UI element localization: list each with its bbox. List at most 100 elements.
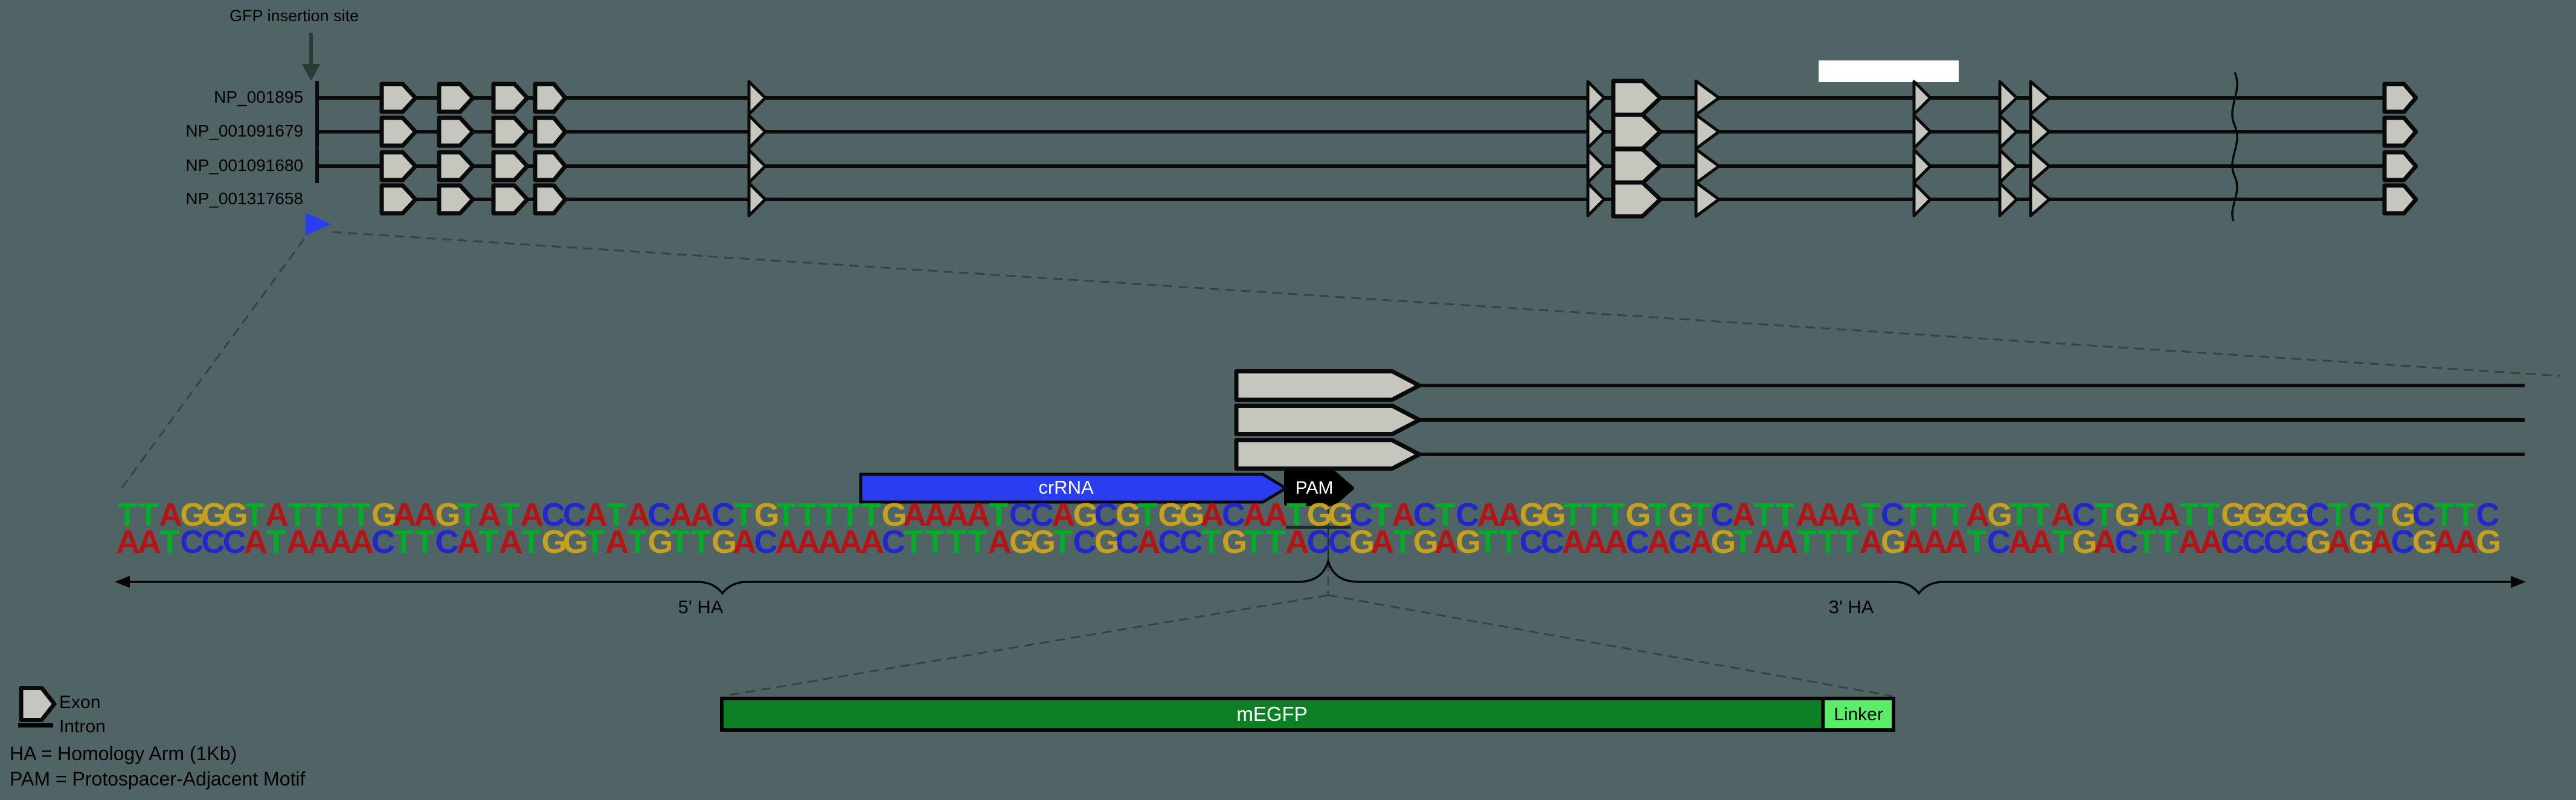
dna-base: A	[839, 524, 863, 560]
dna-base: C	[1880, 497, 1904, 533]
dna-base: C	[2072, 497, 2096, 533]
dna-base: T	[1435, 497, 1456, 533]
dna-base: T	[2009, 497, 2029, 533]
dna-base: G	[1519, 497, 1545, 533]
exon-shape	[379, 82, 418, 114]
dna-base: T	[1584, 497, 1604, 533]
dna-base: G	[1030, 524, 1056, 560]
dna-base: G	[2348, 524, 2374, 560]
exon-shape	[1611, 180, 1663, 219]
dna-base: T	[1244, 524, 1264, 560]
dna-base: T	[1605, 497, 1625, 533]
dna-base: T	[159, 524, 180, 560]
dna-base: G	[1880, 524, 1906, 560]
dna-base: G	[1306, 497, 1332, 533]
dna-base: C	[1668, 524, 1692, 560]
exon-shape-small	[1912, 114, 1932, 150]
dna-base: T	[946, 524, 966, 560]
dna-base: C	[1115, 524, 1139, 560]
exon-shape-small	[747, 80, 767, 116]
exon-shape-small	[2029, 148, 2051, 184]
dna-base: A	[1200, 497, 1224, 533]
dna-base: G	[1540, 497, 1566, 533]
dna-base: G	[1009, 524, 1035, 560]
exon-shape	[1611, 112, 1663, 151]
dna-base: C	[1349, 497, 1373, 533]
scale-bar	[1819, 60, 1959, 82]
exon-shape-small	[1998, 114, 2019, 150]
dna-base: T	[733, 497, 754, 533]
dna-base: G	[371, 497, 397, 533]
exon-shape	[2382, 82, 2418, 114]
exon-shape-small	[1912, 148, 1932, 184]
dna-base: A	[860, 524, 884, 560]
dna-base: T	[1860, 497, 1881, 533]
dna-base: T	[1392, 524, 1413, 560]
zoom-guide-line-right	[332, 231, 2560, 377]
dna-base: A	[1137, 524, 1161, 560]
dna-base: T	[1286, 497, 1306, 533]
dna-base: A	[1859, 524, 1883, 560]
dna-base: A	[1965, 497, 1990, 533]
exon-shape-small	[1694, 181, 1721, 218]
megfp-label: mEGFP	[1236, 703, 1308, 725]
dna-base: T	[2030, 497, 2051, 533]
dna-base: A	[393, 497, 417, 533]
dna-base: A	[1477, 497, 1501, 533]
dna-base: C	[1094, 497, 1118, 533]
dna-base: T	[1839, 524, 1859, 560]
dna-base: T	[266, 524, 286, 560]
exon-shape	[1611, 79, 1663, 117]
dna-base: T	[840, 497, 860, 533]
dna-base: A	[818, 524, 842, 560]
exon-shape	[379, 150, 418, 182]
dna-base: G	[1221, 524, 1247, 560]
dna-base: G	[2263, 497, 2289, 533]
dna-base: C	[222, 524, 246, 560]
dna-base: A	[2178, 524, 2202, 560]
dna-base: T	[457, 497, 478, 533]
dna-base: G	[2072, 524, 2098, 560]
dna-base: G	[541, 524, 567, 560]
exon-shape-small	[1998, 148, 2019, 184]
exon-shape	[491, 115, 530, 148]
dna-base: A	[583, 497, 608, 533]
dna-base: C	[1455, 497, 1479, 533]
dna-base: A	[1370, 524, 1395, 560]
dna-base: T	[414, 524, 435, 560]
transcript-label: NP_001091680	[185, 156, 303, 175]
exon-shape-small	[1586, 148, 1606, 184]
linker-box	[1821, 697, 1895, 732]
dna-base: A	[690, 497, 714, 533]
dna-base: T	[1903, 497, 1923, 533]
dna-base: T	[521, 524, 541, 560]
dna-base: G	[562, 524, 588, 560]
exon-shape-small	[1586, 80, 1606, 116]
homology-arm-span-line	[129, 558, 2511, 595]
dna-base: A	[796, 524, 820, 560]
dna-base: C	[711, 497, 736, 533]
exon-shape-small	[1586, 114, 1606, 150]
exon-shape	[533, 82, 568, 114]
dna-base: A	[1583, 524, 1607, 560]
dna-base: T	[1945, 497, 1965, 533]
dna-base: C	[1179, 524, 1203, 560]
dna-base: A	[1604, 524, 1628, 560]
dna-base: G	[2115, 497, 2141, 533]
dna-base: T	[989, 497, 1009, 533]
dna-base: C	[881, 524, 905, 560]
dna-base: A	[1392, 497, 1416, 533]
dna-base: C	[1009, 497, 1033, 533]
dna-base: T	[1775, 497, 1796, 533]
dna-base: C	[1073, 524, 1097, 560]
dna-base: C	[562, 497, 586, 533]
transcript-exon-bar	[1234, 438, 1422, 471]
dna-base: G	[222, 497, 248, 533]
dna-base: T	[925, 524, 945, 560]
dna-base: T	[861, 497, 881, 533]
dna-base: A	[2157, 497, 2181, 533]
dna-base: T	[330, 497, 350, 533]
dna-base: G	[1987, 497, 2012, 533]
dna-base: T	[691, 524, 711, 560]
